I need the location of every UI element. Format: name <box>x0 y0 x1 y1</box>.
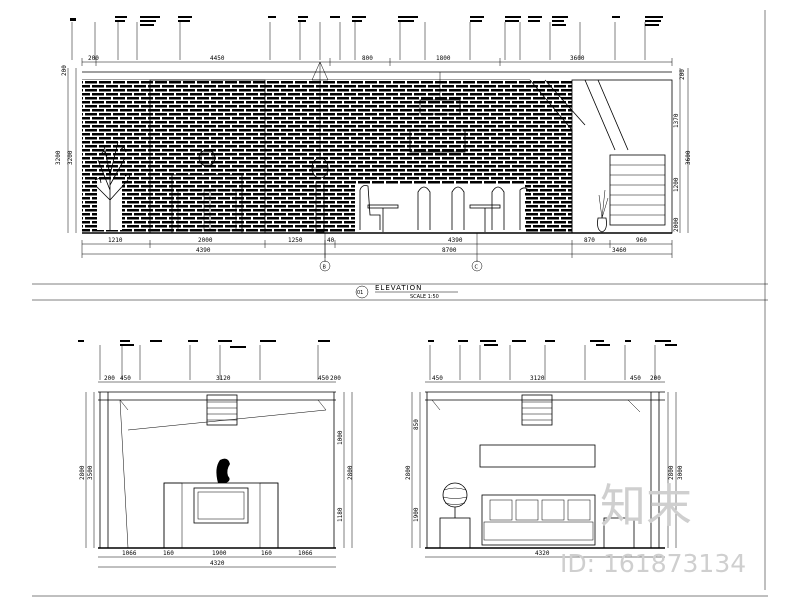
wall-artwork <box>479 444 596 468</box>
dim-bottom-6: 870 <box>584 237 595 244</box>
sofa-dim-top-2: 3120 <box>530 375 545 382</box>
sofa-dim-right-v1: 2800 <box>668 465 675 480</box>
grid-bubble-b <box>319 260 331 272</box>
watermark-logo: 知末 <box>600 479 692 533</box>
dining-set <box>355 185 531 233</box>
tv-dim-total: 4320 <box>210 560 225 567</box>
left-vertical-dims: 200 3200 3200 <box>55 65 77 233</box>
dim-right-v3: 1200 <box>673 177 680 192</box>
dim-bottom-2: 2000 <box>198 237 213 244</box>
elevation-title: ELEVATION <box>375 284 422 292</box>
elevation-number: 01 <box>357 290 363 296</box>
dim-right-v5: 2000 <box>673 217 680 232</box>
top-dimension-chain: 200 4450 800 1800 3600 <box>81 55 673 66</box>
dim-bottom-5: 4390 <box>448 237 463 244</box>
tv-dim-left-v1: 2800 <box>79 465 86 480</box>
bottom-dimension-chain: 1210 2000 1250 40 4390 870 960 4390 8700… <box>81 237 673 258</box>
dim-left-v3: 3200 <box>67 150 74 165</box>
elevation-title-block: 01 ELEVATION SCALE 1:50 <box>32 283 768 301</box>
sofa-dim-left-v3: 2800 <box>405 465 412 480</box>
sofa-dim-left-v1: 850 <box>413 419 420 430</box>
dim-top-5: 3600 <box>570 55 585 62</box>
sofa-dim-top-4: 200 <box>650 375 661 382</box>
svg-text:C: C <box>475 265 479 271</box>
ac-unit-2 <box>521 394 553 426</box>
tv-dim-right-v3: 2800 <box>347 465 354 480</box>
tv-dim-bottom-3: 1900 <box>212 550 227 557</box>
dim-top-1: 200 <box>88 55 99 62</box>
dim-left-v1: 200 <box>61 65 68 76</box>
sofa <box>481 494 596 546</box>
dim-right-v4: 3600 <box>685 150 692 165</box>
dim-total-b: 8700 <box>442 247 457 254</box>
right-vertical-dims: 200 1370 1200 3600 2000 <box>673 68 692 233</box>
grid-bubble-c <box>471 260 483 272</box>
dim-total-c: 3460 <box>612 247 627 254</box>
dim-bottom-4: 40 <box>327 237 335 244</box>
pendant-lamp <box>311 61 329 233</box>
tv-dim-bottom-2: 160 <box>163 550 174 557</box>
sofa-dim-left-v2: 1900 <box>413 507 420 522</box>
sofa-dim-right-v2: 3000 <box>677 465 684 480</box>
tv-dim-top-1: 200 <box>104 375 115 382</box>
dim-bottom-1: 1210 <box>108 237 123 244</box>
annotation-leaders-top <box>70 16 663 60</box>
svg-text:B: B <box>323 265 327 271</box>
tv-dim-right-v1: 1000 <box>337 430 344 445</box>
sofa-dim-top-1: 450 <box>432 375 443 382</box>
sofa-dim-top-3: 450 <box>630 375 641 382</box>
tv-dim-bottom-4: 160 <box>261 550 272 557</box>
potted-plant-left <box>94 141 131 230</box>
tv-dim-top-2: 450 <box>120 375 131 382</box>
dim-total-a: 4390 <box>196 247 211 254</box>
hanging-frames <box>409 72 466 153</box>
dim-top-4: 1800 <box>436 55 451 62</box>
dim-top-2: 4450 <box>210 55 225 62</box>
watermark-id: ID: 161873134 <box>560 549 746 578</box>
sofa-dim-total: 4320 <box>535 550 550 557</box>
ac-unit <box>206 394 238 426</box>
dim-bottom-7: 960 <box>636 237 647 244</box>
dim-left-v2: 3200 <box>55 150 62 165</box>
elevation-sofa-wall: 450 3120 450 200 <box>405 340 684 558</box>
tv-dim-top-5: 200 <box>330 375 341 382</box>
watermark: 知末 ID: 161873134 <box>560 479 746 578</box>
dim-right-v2: 1370 <box>673 113 680 128</box>
elevation-scale: SCALE 1:50 <box>410 294 439 300</box>
television <box>193 487 249 524</box>
main-elevation: 200 4450 800 1800 3600 <box>32 10 768 590</box>
tv-dim-bottom-5: 1066 <box>298 550 313 557</box>
tv-dim-left-v2: 3500 <box>87 465 94 480</box>
dim-right-v1: 200 <box>679 69 686 80</box>
side-table-left <box>439 517 471 549</box>
tv-dim-top-3: 3120 <box>216 375 231 382</box>
dim-top-3: 800 <box>362 55 373 62</box>
dim-bottom-3: 1250 <box>288 237 303 244</box>
grid-markers: B C <box>319 233 483 272</box>
tv-feature-wall <box>163 482 279 549</box>
elevation-tv-wall: 200 450 3120 450 200 2800 3500 <box>78 340 354 568</box>
sculpture-ornament <box>216 458 230 483</box>
tv-dim-bottom-1: 1066 <box>122 550 137 557</box>
tv-dim-top-4: 450 <box>318 375 329 382</box>
tv-dim-right-v2: 1180 <box>337 507 344 522</box>
